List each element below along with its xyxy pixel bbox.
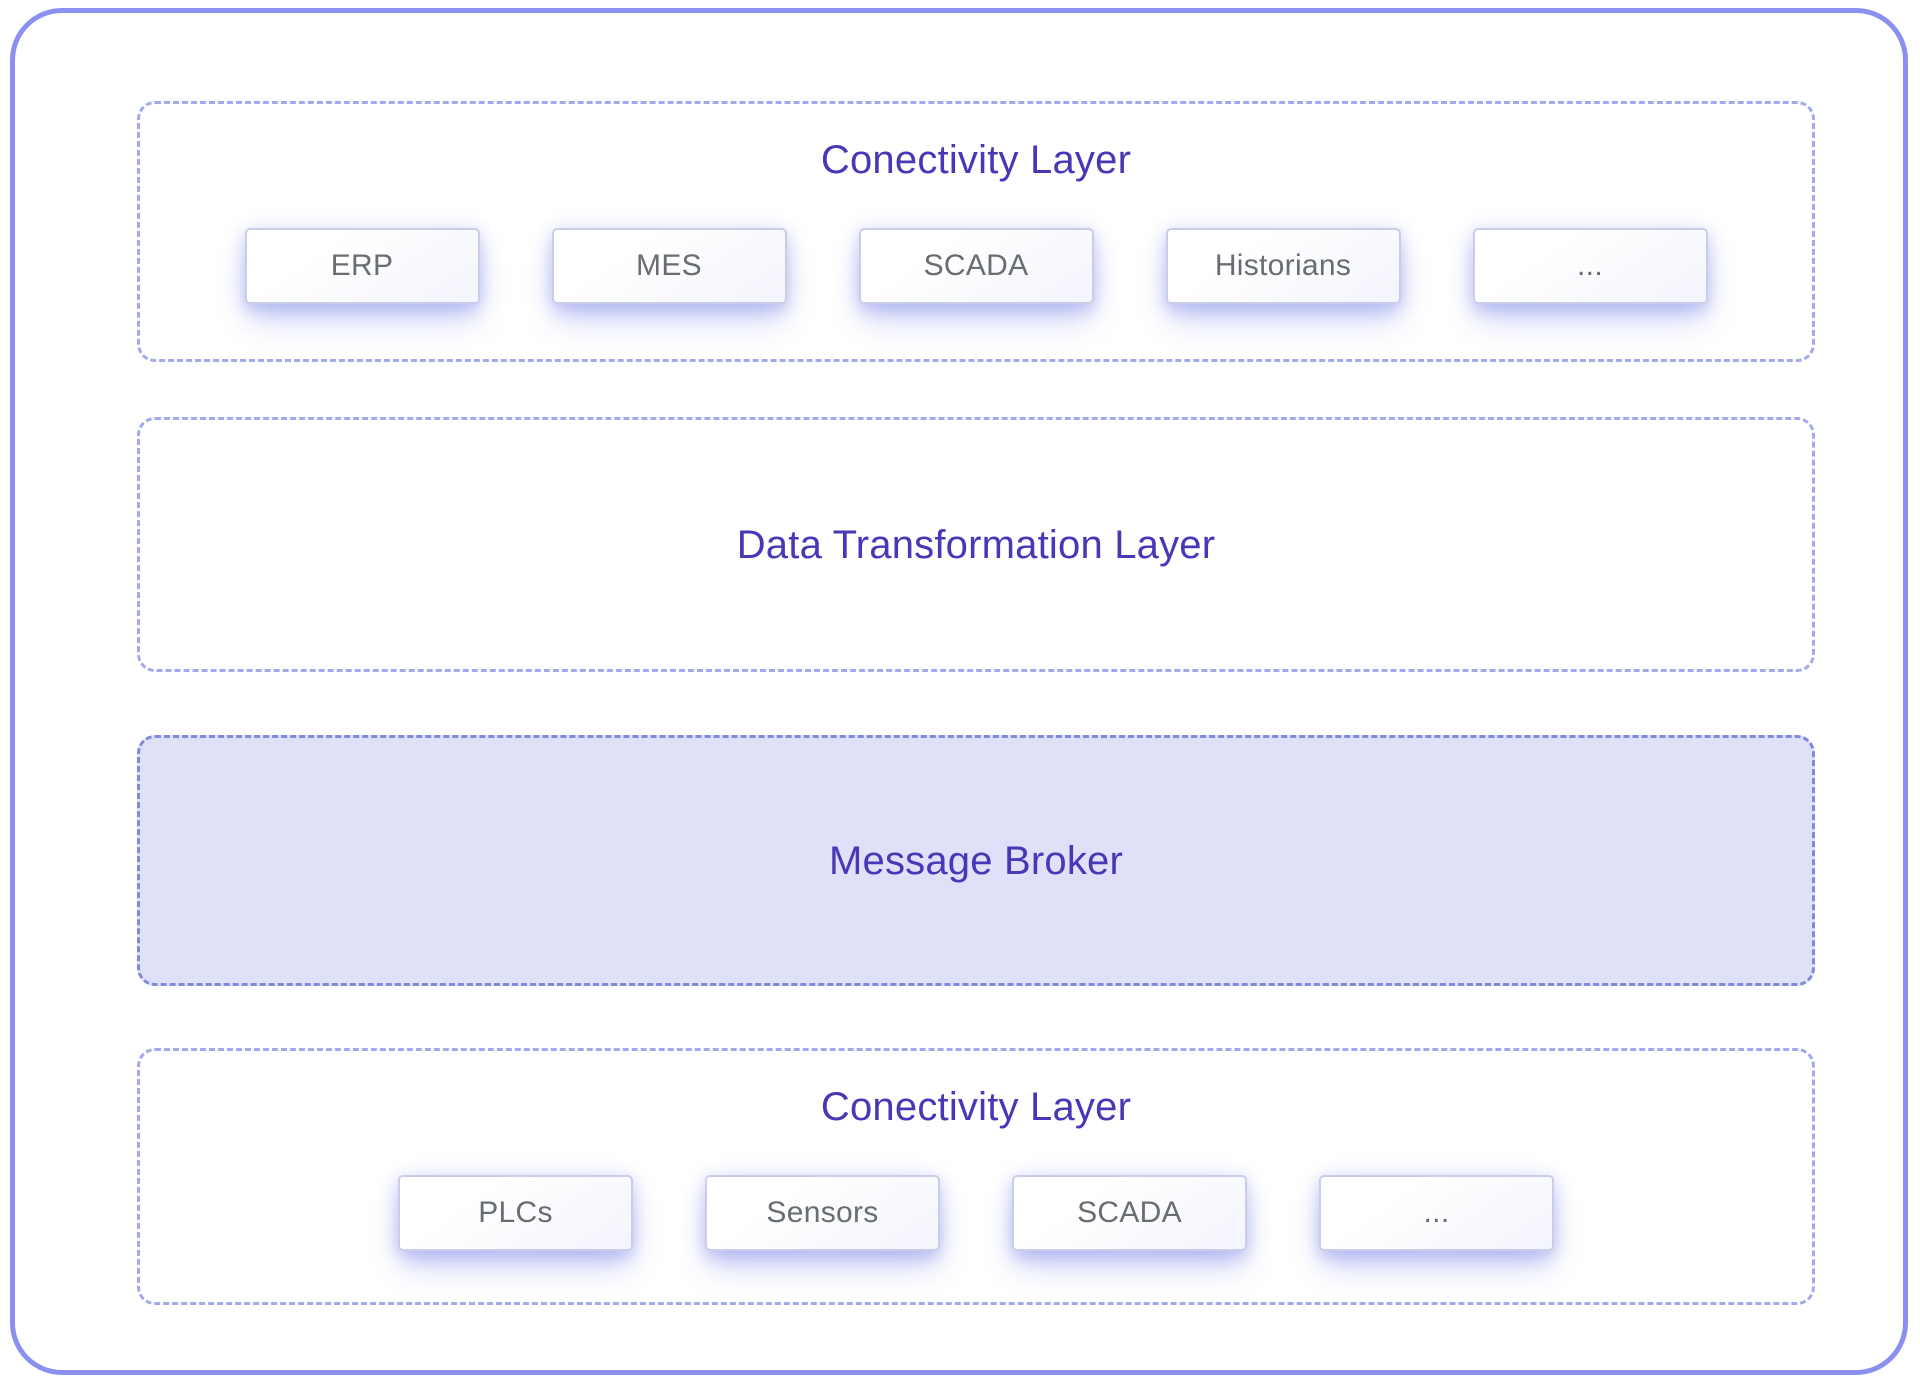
component-label: ... — [1577, 249, 1603, 282]
layer-title: Data Transformation Layer — [736, 522, 1216, 567]
component-label: ... — [1423, 1196, 1450, 1229]
component-label: PLCs — [478, 1196, 553, 1229]
component-box-ellipsis-top: ... — [1472, 228, 1708, 304]
layer-title: Conectivity Layer — [820, 138, 1132, 182]
layer-connectivity-bottom: Conectivity Layer PLCs Sensors SCADA ... — [137, 1048, 1815, 1305]
layer-title: Message Broker — [828, 838, 1124, 883]
component-label: ERP — [330, 249, 394, 282]
layer-connectivity-top: Conectivity Layer ERP MES SCADA Historia… — [137, 101, 1815, 362]
architecture-diagram-frame: Conectivity Layer ERP MES SCADA Historia… — [10, 8, 1908, 1375]
component-label: Historians — [1214, 249, 1352, 282]
component-box-plcs: PLCs — [398, 1175, 633, 1251]
layer-message-broker: Message Broker — [137, 735, 1815, 986]
component-label: MES — [636, 249, 702, 282]
component-box-mes: MES — [551, 228, 787, 304]
component-label: SCADA — [1077, 1196, 1182, 1229]
component-box-scada-bottom: SCADA — [1012, 1175, 1247, 1251]
component-box-sensors: Sensors — [705, 1175, 940, 1251]
component-row-bottom: PLCs Sensors SCADA ... — [140, 1175, 1812, 1251]
component-label: SCADA — [923, 249, 1029, 282]
component-box-ellipsis-bottom: ... — [1319, 1175, 1554, 1251]
component-box-erp: ERP — [244, 228, 480, 304]
component-label: Sensors — [766, 1196, 879, 1229]
component-box-scada-top: SCADA — [858, 228, 1094, 304]
layer-title: Conectivity Layer — [820, 1085, 1132, 1129]
component-row-top: ERP MES SCADA Historians ... — [140, 228, 1812, 304]
component-box-historians: Historians — [1165, 228, 1401, 304]
layer-data-transformation: Data Transformation Layer — [137, 417, 1815, 672]
